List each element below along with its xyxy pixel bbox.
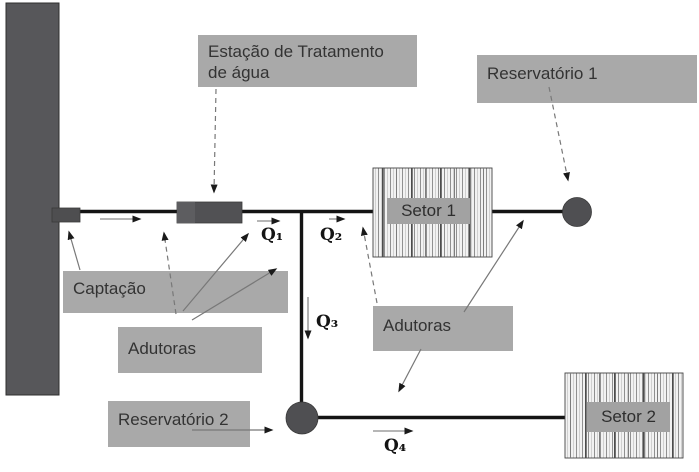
treatment-plant-label-line1: Estação de Tratamento xyxy=(208,42,384,61)
reservoir1-node xyxy=(562,197,592,227)
captacao-label: Captação xyxy=(63,271,288,313)
reservoir1-label: Reservatório 1 xyxy=(477,55,697,103)
flow-q4-label: Q₄ xyxy=(384,436,407,456)
adutoras-left-label: Adutoras xyxy=(118,327,262,373)
reservoir2-node xyxy=(285,401,319,435)
setor1-label: Setor 1 xyxy=(387,198,470,224)
flow-q2-label: Q₂ xyxy=(320,225,343,245)
intake-block xyxy=(51,207,81,223)
setor2-label: Setor 2 xyxy=(587,402,670,432)
adutoras-right-label: Adutoras xyxy=(373,306,513,351)
treatment-plant-label: Estação de Tratamento de água xyxy=(198,35,417,87)
treatment-plant-label-line2: de água xyxy=(208,63,270,82)
flow-q1-label: Q₁ xyxy=(261,225,284,245)
river-source-bar xyxy=(5,2,60,396)
treatment-plant-block-segment xyxy=(177,202,195,223)
reservoir2-label: Reservatório 2 xyxy=(108,401,250,447)
flow-q3-label: Q₃ xyxy=(316,312,339,332)
